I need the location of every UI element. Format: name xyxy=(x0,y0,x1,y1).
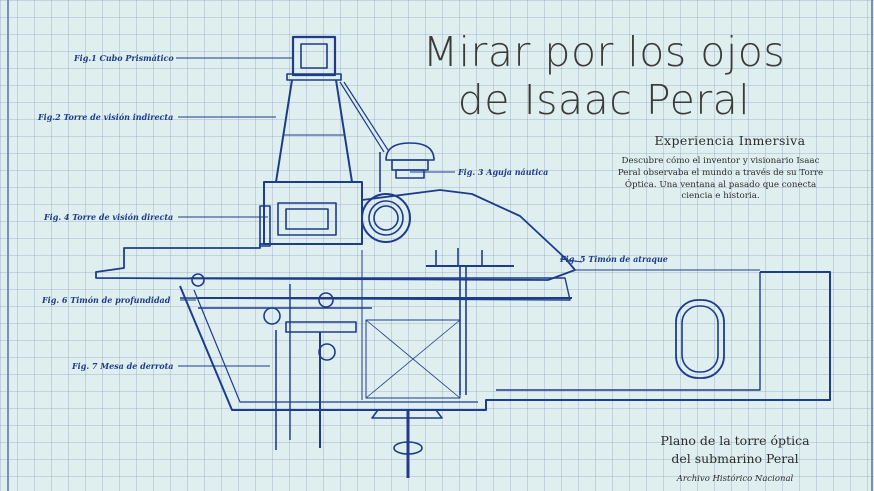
source-credit: Archivo Histórico Nacional xyxy=(676,474,794,484)
caption-line-1: Plano de la torre óptica xyxy=(660,433,810,448)
blueprint-frame xyxy=(7,0,873,491)
hull-lower xyxy=(179,271,831,411)
interior-hatch xyxy=(365,319,461,399)
fig4-label: Fig. 4 Torre de visión directa xyxy=(44,212,174,222)
fig2-label: Fig.2 Torre de visión indirecta xyxy=(38,112,174,122)
tower-handle xyxy=(259,205,271,247)
fig5-label: Fig. 5 Timón de atraque xyxy=(560,254,668,264)
hull-deck xyxy=(95,189,576,281)
title-line-1: Mirar por los ojos xyxy=(422,28,786,76)
prism-cube-window xyxy=(300,43,328,69)
navigation-table xyxy=(285,321,357,333)
fig7-label: Fig. 7 Mesa de derrota xyxy=(72,361,174,371)
bottom-gear xyxy=(371,409,443,419)
caption-line-2: del submarino Peral xyxy=(671,451,799,466)
page-title: Mirar por los ojos de Isaac Peral xyxy=(384,28,824,124)
fig6-label: Fig. 6 Timón de profundidad xyxy=(42,295,171,305)
direct-vision-window xyxy=(277,202,337,236)
description: Descubre cómo el inventor y visionario I… xyxy=(617,156,824,202)
prism-cube-base xyxy=(286,73,342,81)
fig3-label: Fig. 3 Aguja náutica xyxy=(458,167,549,177)
subtitle: Experiencia Inmersiva xyxy=(654,133,806,148)
indirect-vision-tower xyxy=(275,79,353,183)
title-line-2: de Isaac Peral xyxy=(457,76,751,124)
depth-rudder-gear xyxy=(318,292,334,308)
lower-porthole xyxy=(675,299,725,379)
fig1-label: Fig.1 Cubo Prismático xyxy=(74,53,174,63)
leader-lines xyxy=(176,57,583,367)
nautical-compass xyxy=(385,142,435,161)
prism-cube xyxy=(291,35,337,77)
blueprint-caption: Plano de la torre óptica del submarino P… xyxy=(620,432,850,468)
